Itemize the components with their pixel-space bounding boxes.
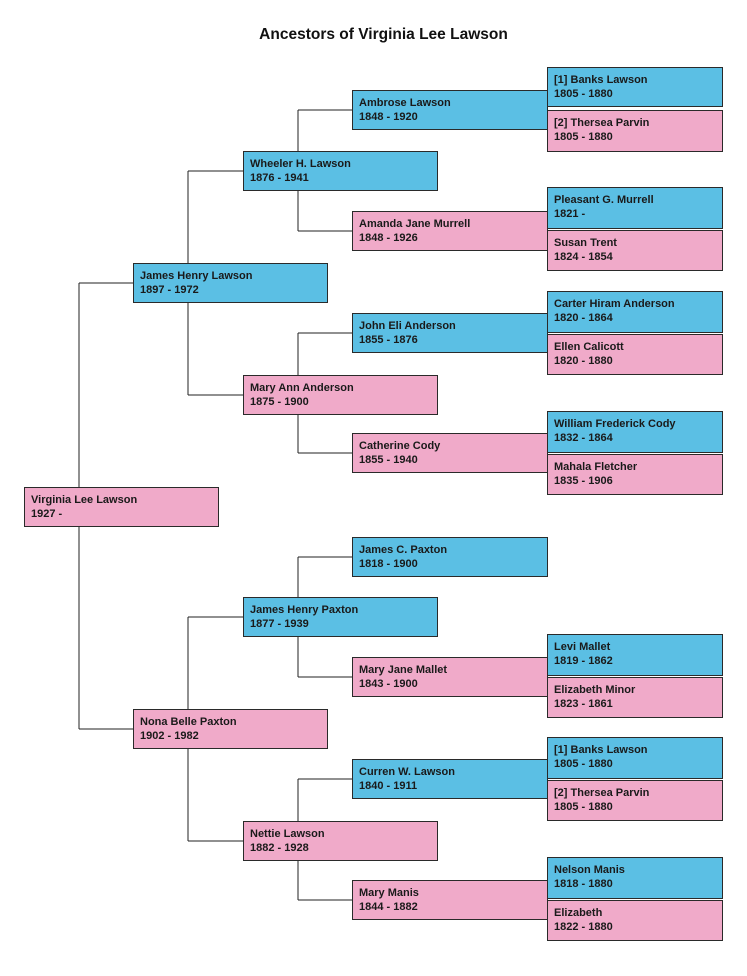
person-box: [2] Thersea Parvin 1805 - 1880 — [547, 780, 723, 821]
person-box: James Henry Lawson 1897 - 1972 — [133, 263, 328, 303]
person-name: Virginia Lee Lawson — [31, 494, 138, 506]
person-box: Elizabeth Minor 1823 - 1861 — [547, 677, 723, 718]
person-name: Mahala Fletcher — [554, 461, 638, 473]
person-box: Virginia Lee Lawson 1927 - — [24, 487, 219, 527]
person-box: [1] Banks Lawson 1805 - 1880 — [547, 67, 723, 107]
person-name: Carter Hiram Anderson — [554, 298, 675, 310]
person-dates: 1823 - 1861 — [554, 698, 613, 710]
person-name: Elizabeth Minor — [554, 684, 636, 696]
person-box: Nettie Lawson 1882 - 1928 — [243, 821, 438, 861]
person-dates: 1818 - 1880 — [554, 878, 613, 890]
chart-title: Ancestors of Virginia Lee Lawson — [259, 26, 508, 43]
person-box: Mary Ann Anderson 1875 - 1900 — [243, 375, 438, 415]
person-name: John Eli Anderson — [359, 320, 456, 332]
person-name: Wheeler H. Lawson — [250, 158, 351, 170]
person-dates: 1818 - 1900 — [359, 558, 418, 570]
person-dates: 1832 - 1864 — [554, 432, 613, 444]
person-box: Catherine Cody 1855 - 1940 — [352, 433, 548, 473]
person-name: [1] Banks Lawson — [554, 74, 648, 86]
person-dates: 1855 - 1876 — [359, 334, 418, 346]
person-name: Elizabeth — [554, 907, 603, 919]
person-name: Mary Manis — [359, 887, 419, 899]
person-box: [1] Banks Lawson 1805 - 1880 — [547, 737, 723, 779]
person-dates: 1805 - 1880 — [554, 131, 613, 143]
person-name: [2] Thersea Parvin — [554, 117, 650, 129]
person-dates: 1822 - 1880 — [554, 921, 613, 933]
person-dates: 1805 - 1880 — [554, 801, 613, 813]
person-dates: 1897 - 1972 — [140, 284, 199, 296]
person-box: Mary Jane Mallet 1843 - 1900 — [352, 657, 548, 697]
person-dates: 1840 - 1911 — [359, 780, 418, 792]
person-box: James Henry Paxton 1877 - 1939 — [243, 597, 438, 637]
person-dates: 1876 - 1941 — [250, 172, 309, 184]
person-name: Susan Trent — [554, 237, 617, 249]
person-box: [2] Thersea Parvin 1805 - 1880 — [547, 110, 723, 152]
person-dates: 1820 - 1880 — [554, 355, 613, 367]
person-box: William Frederick Cody 1832 - 1864 — [547, 411, 723, 453]
person-name: Ambrose Lawson — [359, 97, 451, 109]
person-box: Wheeler H. Lawson 1876 - 1941 — [243, 151, 438, 191]
person-dates: 1821 - — [554, 208, 586, 220]
person-dates: 1844 - 1882 — [359, 901, 418, 913]
person-box: James C. Paxton 1818 - 1900 — [352, 537, 548, 577]
person-dates: 1848 - 1926 — [359, 232, 418, 244]
person-box: Nelson Manis 1818 - 1880 — [547, 857, 723, 899]
person-dates: 1855 - 1940 — [359, 454, 418, 466]
person-box: John Eli Anderson 1855 - 1876 — [352, 313, 548, 353]
person-box: Ambrose Lawson 1848 - 1920 — [352, 90, 548, 130]
person-name: James Henry Lawson — [140, 270, 253, 282]
person-box: Amanda Jane Murrell 1848 - 1926 — [352, 211, 548, 251]
person-dates: 1902 - 1982 — [140, 730, 199, 742]
person-box: Pleasant G. Murrell 1821 - — [547, 187, 723, 229]
person-dates: 1805 - 1880 — [554, 758, 613, 770]
person-name: [2] Thersea Parvin — [554, 787, 650, 799]
person-name: Pleasant G. Murrell — [554, 194, 654, 206]
person-box: Mahala Fletcher 1835 - 1906 — [547, 454, 723, 495]
person-box: Ellen Calicott 1820 - 1880 — [547, 334, 723, 375]
person-name: William Frederick Cody — [554, 418, 676, 430]
person-name: Catherine Cody — [359, 440, 441, 452]
person-box: Carter Hiram Anderson 1820 - 1864 — [547, 291, 723, 333]
person-dates: 1820 - 1864 — [554, 312, 613, 324]
person-dates: 1805 - 1880 — [554, 88, 613, 100]
person-dates: 1927 - — [31, 508, 63, 520]
person-name: Levi Mallet — [554, 641, 611, 653]
person-dates: 1848 - 1920 — [359, 111, 418, 123]
person-dates: 1875 - 1900 — [250, 396, 309, 408]
person-dates: 1819 - 1862 — [554, 655, 613, 667]
person-name: Nona Belle Paxton — [140, 716, 237, 728]
person-box: Elizabeth 1822 - 1880 — [547, 900, 723, 941]
person-box: Levi Mallet 1819 - 1862 — [547, 634, 723, 676]
person-name: Amanda Jane Murrell — [359, 218, 471, 230]
person-name: James C. Paxton — [359, 544, 448, 556]
person-name: Ellen Calicott — [554, 341, 624, 353]
person-name: Curren W. Lawson — [359, 766, 455, 778]
person-dates: 1843 - 1900 — [359, 678, 418, 690]
person-box: Curren W. Lawson 1840 - 1911 — [352, 759, 548, 799]
person-name: Nelson Manis — [554, 864, 625, 876]
person-name: [1] Banks Lawson — [554, 744, 648, 756]
person-dates: 1882 - 1928 — [250, 842, 309, 854]
person-box: Susan Trent 1824 - 1854 — [547, 230, 723, 271]
person-name: Nettie Lawson — [250, 828, 325, 840]
person-box: Mary Manis 1844 - 1882 — [352, 880, 548, 920]
person-dates: 1835 - 1906 — [554, 475, 613, 487]
person-name: James Henry Paxton — [250, 604, 359, 616]
person-name: Mary Jane Mallet — [359, 664, 448, 676]
person-dates: 1877 - 1939 — [250, 618, 309, 630]
person-dates: 1824 - 1854 — [554, 251, 613, 263]
person-name: Mary Ann Anderson — [250, 382, 354, 394]
person-box: Nona Belle Paxton 1902 - 1982 — [133, 709, 328, 749]
